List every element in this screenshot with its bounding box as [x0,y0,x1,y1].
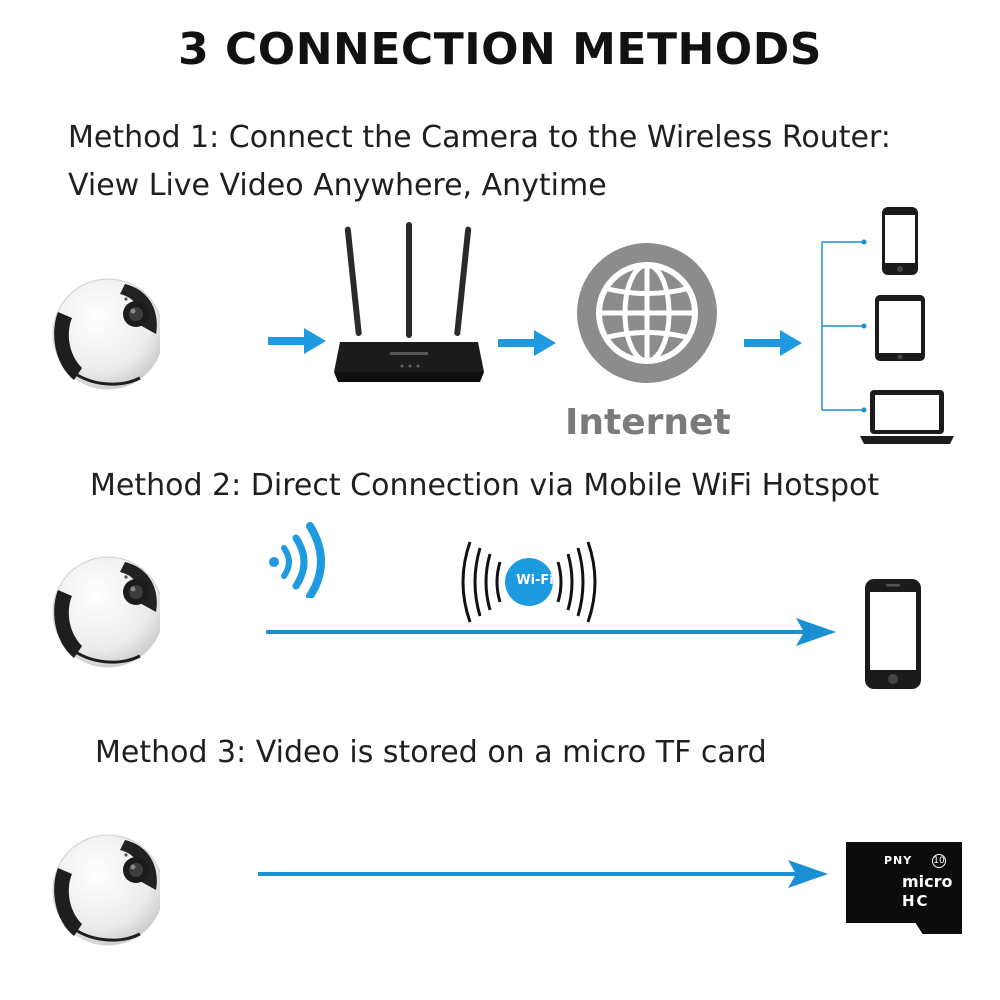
camera-image [50,818,160,958]
arrow-right-icon [498,328,558,358]
card-format: HC [902,892,930,910]
method1-heading: Method 1: Connect the Camera to the Wire… [68,120,891,155]
wifi-badge-icon [461,541,597,623]
internet-label: Internet [565,402,731,443]
arrow-right-icon [266,618,836,646]
device-bracket [821,239,867,413]
camera-image [50,262,160,402]
method1-subheading: View Live Video Anywhere, Anytime [68,168,607,203]
method3-heading: Method 3: Video is stored on a micro TF … [95,735,767,770]
method2-heading: Method 2: Direct Connection via Mobile W… [90,468,880,503]
signal-waves-icon [269,522,325,598]
camera-image [50,540,160,680]
smartphone-icon [882,207,918,275]
card-brand: PNY [884,854,913,867]
card-class: 10 [932,854,946,868]
arrow-right-icon [258,860,828,888]
router-icon [334,222,484,382]
arrow-right-icon [744,328,804,358]
wifi-badge-label: Wi-Fi [516,573,554,588]
card-type: micro [902,872,953,891]
tablet-icon [875,295,925,361]
globe-icon [577,243,717,383]
smartphone-icon [865,579,921,689]
page-title: 3 CONNECTION METHODS [178,24,822,75]
micro-sd-card-icon: PNY 10 micro HC [846,842,962,934]
laptop-icon [860,390,954,444]
arrow-right-icon [268,326,328,356]
